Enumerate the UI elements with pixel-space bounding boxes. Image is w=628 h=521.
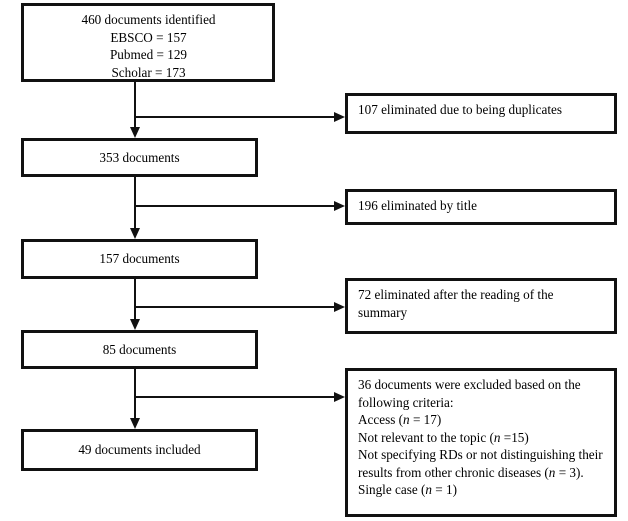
criterion-access-before: Access (	[358, 412, 404, 427]
identification-line-3: Pubmed = 129	[109, 47, 188, 62]
exclusion-box-196-label: 196 eliminated by title	[358, 198, 478, 213]
connector-vline-3	[134, 279, 136, 319]
identification-box: 460 documents identified EBSCO = 157 Pub…	[21, 3, 275, 82]
identification-box-text: 460 documents identified EBSCO = 157 Pub…	[24, 6, 272, 86]
connector-arrowhead-down-2	[129, 228, 140, 239]
connector-vline-1	[134, 82, 136, 127]
criterion-not-specifying-after: = 3).	[555, 464, 584, 480]
criterion-not-relevant-after: =15)	[500, 429, 529, 445]
connector-arrowhead-down-1	[129, 127, 140, 138]
criterion-single-case-after: = 1)	[431, 482, 458, 497]
exclusion-box-72-label: 72 eliminated after the reading of the s…	[358, 287, 554, 320]
exclusion-box-107-label: 107 eliminated due to being duplicates	[358, 102, 562, 117]
criterion-not-specifying-before: Not specifying RDs or not distinguishing…	[358, 447, 603, 462]
exclusion-box-196: 196 eliminated by title	[345, 189, 617, 225]
criterion-not-relevant: Not relevant to the topic (n =15)	[358, 429, 605, 447]
connector-arrowhead-right-1	[334, 111, 345, 122]
connector-branch-hline-3	[135, 306, 335, 308]
criterion-access-n-symbol: n	[403, 412, 410, 427]
connector-branch-hline-2	[135, 205, 335, 207]
exclusion-box-36-criteria: 36 documents were excluded based on the …	[345, 368, 617, 517]
criterion-access: Access (n = 17)	[358, 411, 605, 429]
stage-box-157-label: 157 documents	[99, 251, 180, 267]
criterion-not-specifying-cont-before: results from other chronic diseases (	[358, 464, 549, 480]
exclusion-box-36-text: 36 documents were excluded based on the …	[348, 371, 614, 504]
connector-arrowhead-right-2	[334, 200, 345, 211]
criterion-single-case-n-symbol: n	[425, 482, 432, 497]
stage-box-49: 49 documents included	[21, 429, 258, 471]
criterion-single-case-before: Single case (	[358, 482, 426, 497]
identification-line-2: EBSCO = 157	[110, 29, 187, 45]
criterion-not-specifying-line-2: results from other chronic diseases (n =…	[358, 464, 605, 482]
identification-line-1: 460 documents identified	[81, 12, 216, 27]
connector-branch-hline-1	[135, 116, 335, 118]
criterion-not-specifying-n-symbol: n	[548, 464, 556, 480]
criterion-not-specifying-line-1: Not specifying RDs or not distinguishing…	[358, 446, 605, 464]
stage-box-157: 157 documents	[21, 239, 258, 279]
exclusion-36-heading-line-1: 36 documents were excluded based on the	[358, 377, 581, 392]
connector-vline-4	[134, 369, 136, 418]
stage-box-85-label: 85 documents	[102, 341, 177, 357]
stage-box-353-label: 353 documents	[99, 149, 180, 165]
connector-arrowhead-down-3	[129, 319, 140, 330]
stage-box-85: 85 documents	[21, 330, 258, 369]
criterion-not-relevant-before: Not relevant to the topic (	[358, 429, 494, 445]
stage-box-353: 353 documents	[21, 138, 258, 177]
exclusion-36-heading-line-2: following criteria:	[358, 394, 454, 410]
connector-arrowhead-down-4	[129, 418, 140, 429]
exclusion-box-107: 107 eliminated due to being duplicates	[345, 93, 617, 134]
connector-vline-2	[134, 177, 136, 228]
stage-box-49-label: 49 documents included	[78, 442, 201, 458]
identification-line-4: Scholar = 173	[111, 64, 186, 80]
connector-arrowhead-right-4	[334, 391, 345, 402]
connector-arrowhead-right-3	[334, 301, 345, 312]
connector-branch-hline-4	[135, 396, 335, 398]
criterion-not-relevant-n-symbol: n	[493, 429, 501, 445]
criterion-single-case: Single case (n = 1)	[358, 481, 605, 499]
exclusion-box-72: 72 eliminated after the reading of the s…	[345, 278, 617, 334]
criterion-access-after: = 17)	[409, 412, 442, 427]
